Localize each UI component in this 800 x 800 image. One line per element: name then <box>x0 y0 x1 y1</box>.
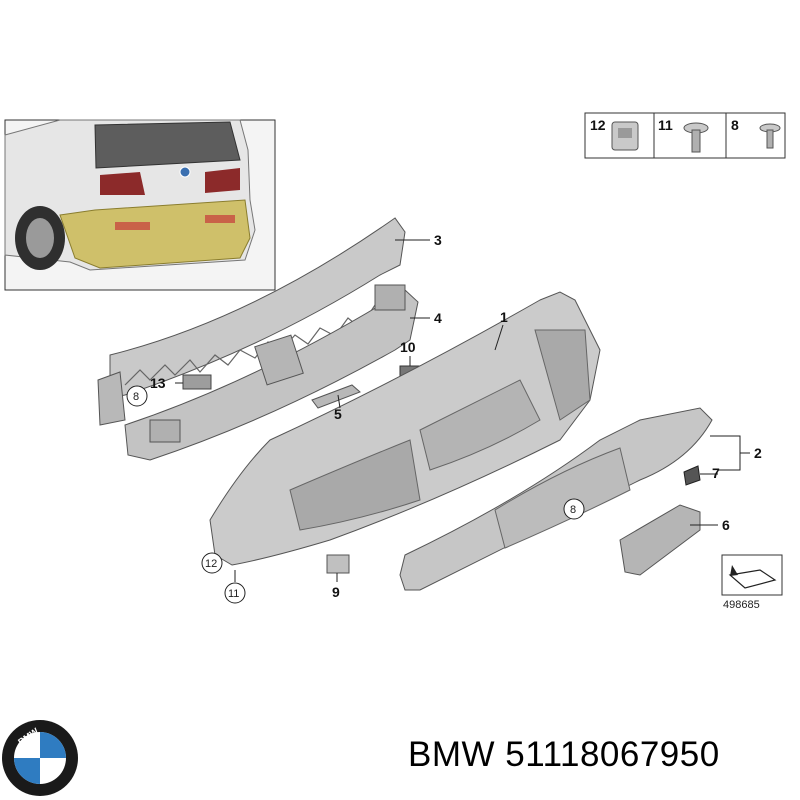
callout-10: 10 <box>400 339 416 355</box>
circled-callout-8a: 8 <box>126 385 148 407</box>
callout-3: 3 <box>434 232 442 248</box>
circled-callout-8b: 8 <box>563 498 585 520</box>
diagram-number: 498685 <box>723 599 760 611</box>
callout-7: 7 <box>712 465 720 481</box>
part-7-cover <box>683 465 701 486</box>
svg-text:11: 11 <box>228 588 239 600</box>
part-number: 51118067950 <box>505 735 720 774</box>
clip-nut-icon <box>611 121 639 151</box>
part-1-bumper-trim <box>209 291 601 566</box>
callout-9: 9 <box>332 584 340 600</box>
vehicle-thumbnail <box>4 119 276 291</box>
part-2-diffuser <box>399 407 713 591</box>
part-9-clip <box>326 554 350 574</box>
leader-lines <box>175 239 750 582</box>
part-6-bracket <box>619 504 701 576</box>
callout-13: 13 <box>150 375 166 391</box>
svg-text:8: 8 <box>133 391 139 403</box>
callout-6: 6 <box>722 517 730 533</box>
part-13-clip <box>182 374 212 390</box>
screw-icon-8 <box>759 123 781 149</box>
circled-callout-12: 12 <box>201 552 223 574</box>
svg-text:8: 8 <box>570 504 576 516</box>
fastener-legend: 12 11 8 <box>584 112 786 159</box>
bmw-logo: BMW <box>2 720 78 796</box>
callout-4: 4 <box>434 310 442 326</box>
brand-part-number: BMW 51118067950 <box>408 735 720 775</box>
legend-label-11: 11 <box>658 117 673 133</box>
svg-text:12: 12 <box>205 558 217 570</box>
legend-label-12: 12 <box>590 117 606 133</box>
circled-callout-11: 11 <box>224 582 246 604</box>
callout-1: 1 <box>500 309 508 325</box>
part-5-bracket <box>311 384 361 409</box>
screw-icon-11 <box>683 122 709 153</box>
part-4-carrier <box>124 284 419 461</box>
callout-5: 5 <box>334 406 342 422</box>
part-3-absorber <box>97 217 406 426</box>
callout-2: 2 <box>754 445 762 461</box>
orientation-arrow-box <box>721 554 783 596</box>
brand-name: BMW <box>408 735 496 774</box>
legend-label-8: 8 <box>731 117 739 133</box>
